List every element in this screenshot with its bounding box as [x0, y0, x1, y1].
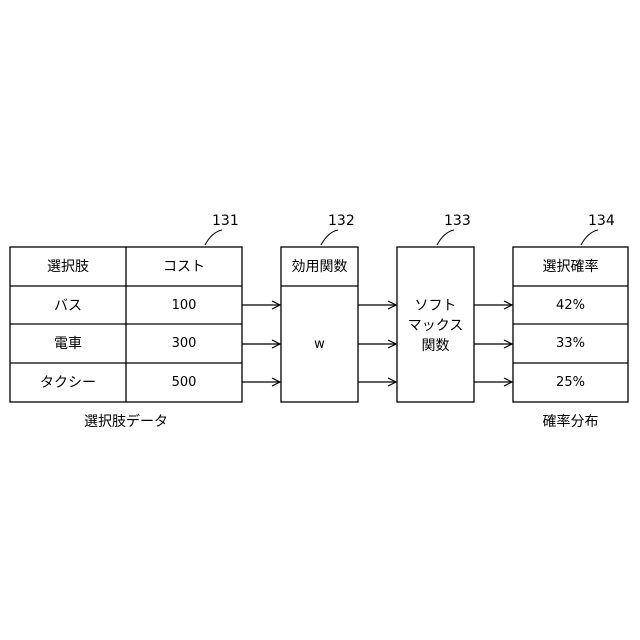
reference-leader [205, 230, 222, 245]
cost-cell: 100 [172, 298, 197, 313]
probability-cell: 42% [556, 298, 585, 313]
probability-header: 選択確率 [543, 258, 599, 275]
cost-cell: 500 [172, 375, 197, 390]
choices-caption: 選択肢データ [84, 413, 168, 430]
header-choice: 選択肢 [47, 259, 89, 275]
reference-number: 134 [588, 213, 615, 229]
cost-cell: 300 [172, 336, 197, 351]
probability-table: 選択確率 42% 33% 25% 134 確率分布 [513, 213, 628, 430]
choices-table: 選択肢 コスト バス 100 電車 300 タクシー 500 131 選択肢デー… [10, 213, 242, 430]
choice-cell: バス [54, 298, 82, 314]
header-cost: コスト [163, 259, 205, 275]
choice-cell: タクシー [40, 375, 96, 391]
softmax-function-box: ソフト マックス 関数 133 [397, 213, 474, 402]
softmax-label-line: 関数 [422, 338, 450, 354]
reference-number: 133 [444, 213, 471, 229]
probability-cell: 25% [556, 375, 585, 390]
utility-function-box: 効用関数 w 132 [281, 213, 358, 402]
flow-arrows [242, 305, 512, 382]
reference-number: 131 [212, 213, 239, 229]
reference-leader [437, 230, 454, 245]
reference-leader [321, 230, 338, 245]
choice-cell: 電車 [54, 335, 82, 352]
utility-weight-symbol: w [314, 337, 325, 352]
softmax-label-line: ソフト [415, 298, 457, 314]
probability-cell: 33% [556, 336, 585, 351]
probability-caption: 確率分布 [543, 413, 599, 430]
reference-leader [581, 230, 598, 245]
reference-number: 132 [328, 213, 355, 229]
utility-function-title: 効用関数 [292, 259, 348, 275]
softmax-label-line: マックス [408, 318, 464, 334]
